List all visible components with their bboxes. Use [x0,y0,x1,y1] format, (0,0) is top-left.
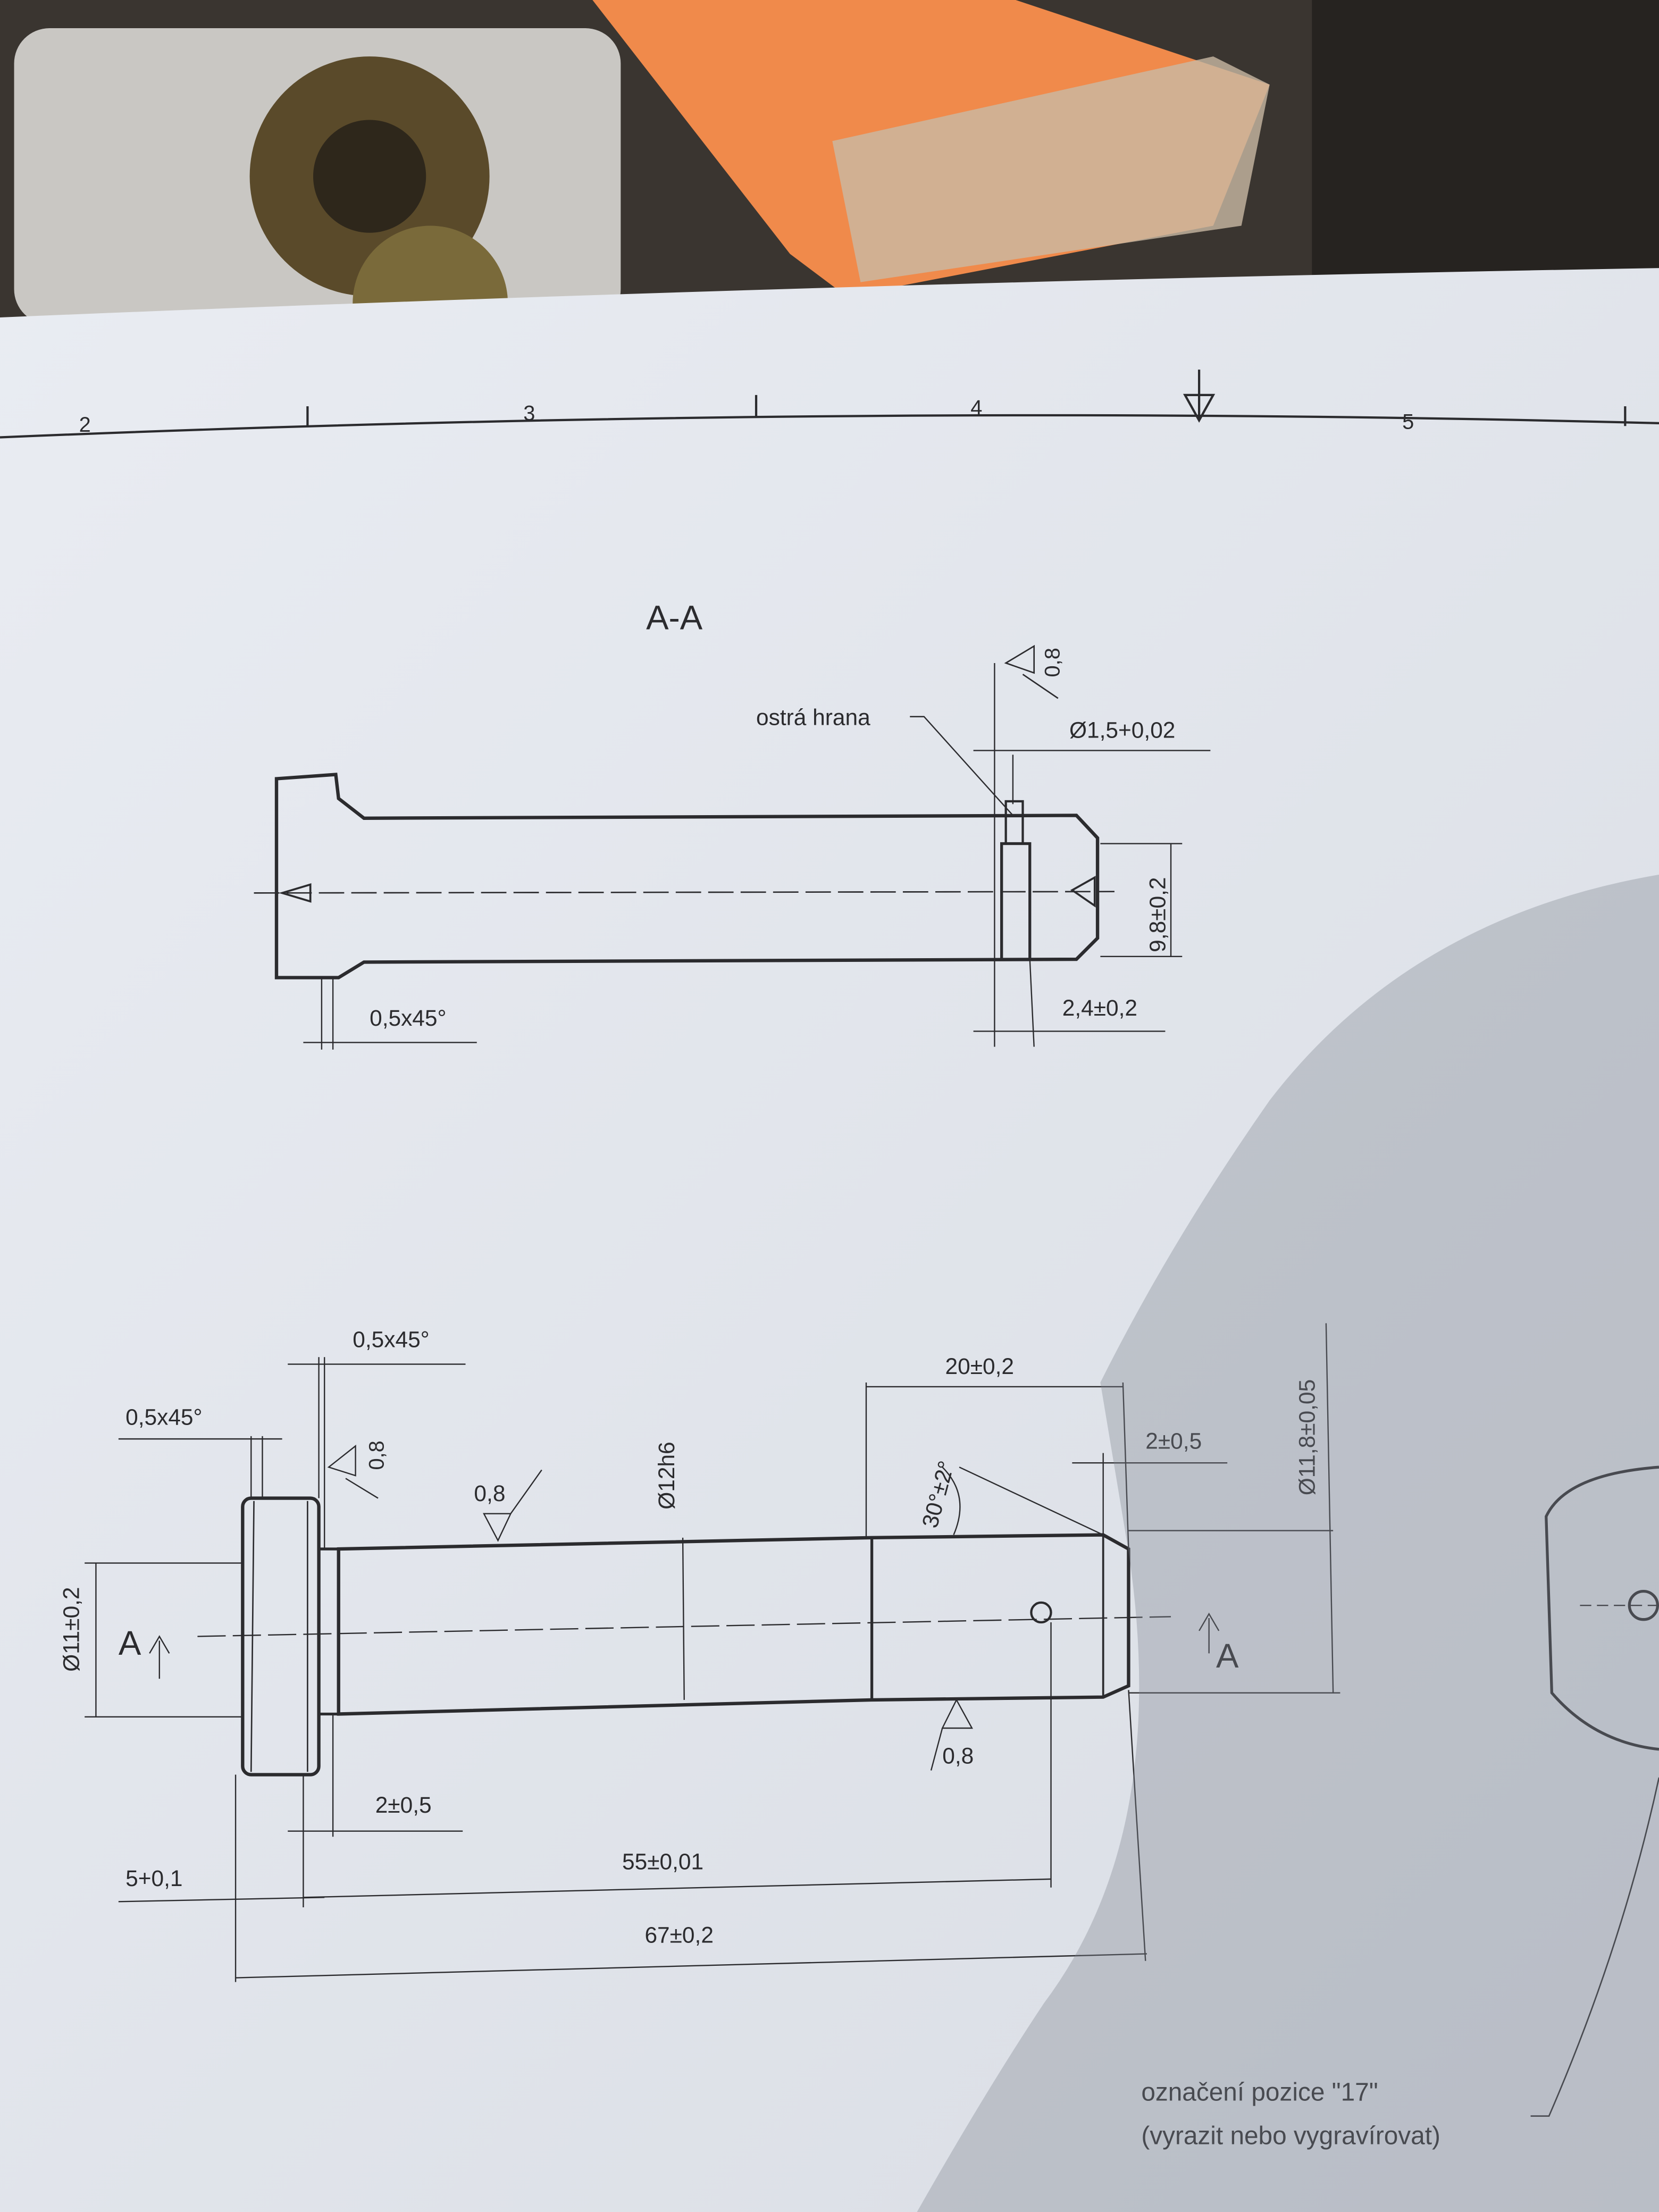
total-length-dim: 67±0,2 [644,1922,714,1947]
position-dim: 2,4±0,2 [1062,995,1137,1020]
ruler-label: 2 [79,413,91,437]
section-title: A-A [646,599,703,636]
cross-hole [1030,1601,1052,1624]
background-objects [0,0,1659,381]
marking-note-detail: (vyrazit nebo vygravírovat) [1141,2122,1440,2150]
ruler-label: 3 [523,402,535,425]
roughness-shaft: 0,8 [474,1481,505,1506]
marking-note: označení pozice "17" [1141,2078,1378,2106]
flat-length-dim: 20±0,2 [945,1354,1015,1379]
pin-section-body [274,773,1100,979]
paper-sheet [0,268,1659,2212]
shaft-diameter-dim: Ø12h6 [654,1442,679,1509]
chamfer-dim: 0,5x45° [370,1006,446,1030]
roughness-head: 0,8 [365,1440,389,1470]
hole-position-dim: 55±0,01 [622,1849,703,1874]
end-offset-dim: 2±0,5 [1145,1429,1202,1454]
section-mark-right: A [1216,1637,1239,1675]
head-length-dim: 5+0,1 [125,1866,182,1891]
section-view-a-a: A-A ostrá hrana Ø1,5+0,02 0,8 9,8±0,2 2,… [254,599,1211,1050]
frame-ruler: 2 3 4 5 [0,370,1659,439]
hole-diameter-dim: Ø1,5+0,02 [1069,718,1175,743]
depth-dim: 9,8±0,2 [1145,877,1170,952]
pin-head [241,1496,321,1777]
roughness-label: 0,8 [1041,648,1064,677]
ruler-label: 5 [1402,410,1414,434]
ruler-label: 4 [970,396,982,420]
chamfer-left-dim: 0,5x45° [125,1405,202,1430]
head-diameter-dim: Ø11±0,2 [59,1587,84,1672]
neck-length-dim: 2±0,5 [375,1792,432,1817]
pin-shaft [337,1533,1130,1716]
end-diameter-dim: Ø11,8±0,05 [1295,1379,1320,1495]
roughness-bottom: 0,8 [942,1743,974,1768]
chamfer-top-dim: 0,5x45° [353,1327,429,1352]
end-view-partial [1530,1465,1659,2117]
sharp-edge-note: ostrá hrana [756,705,870,730]
shadow-overlay [917,874,1659,2212]
centering-arrow-icon [1183,370,1216,423]
section-mark-left: A [119,1624,141,1662]
